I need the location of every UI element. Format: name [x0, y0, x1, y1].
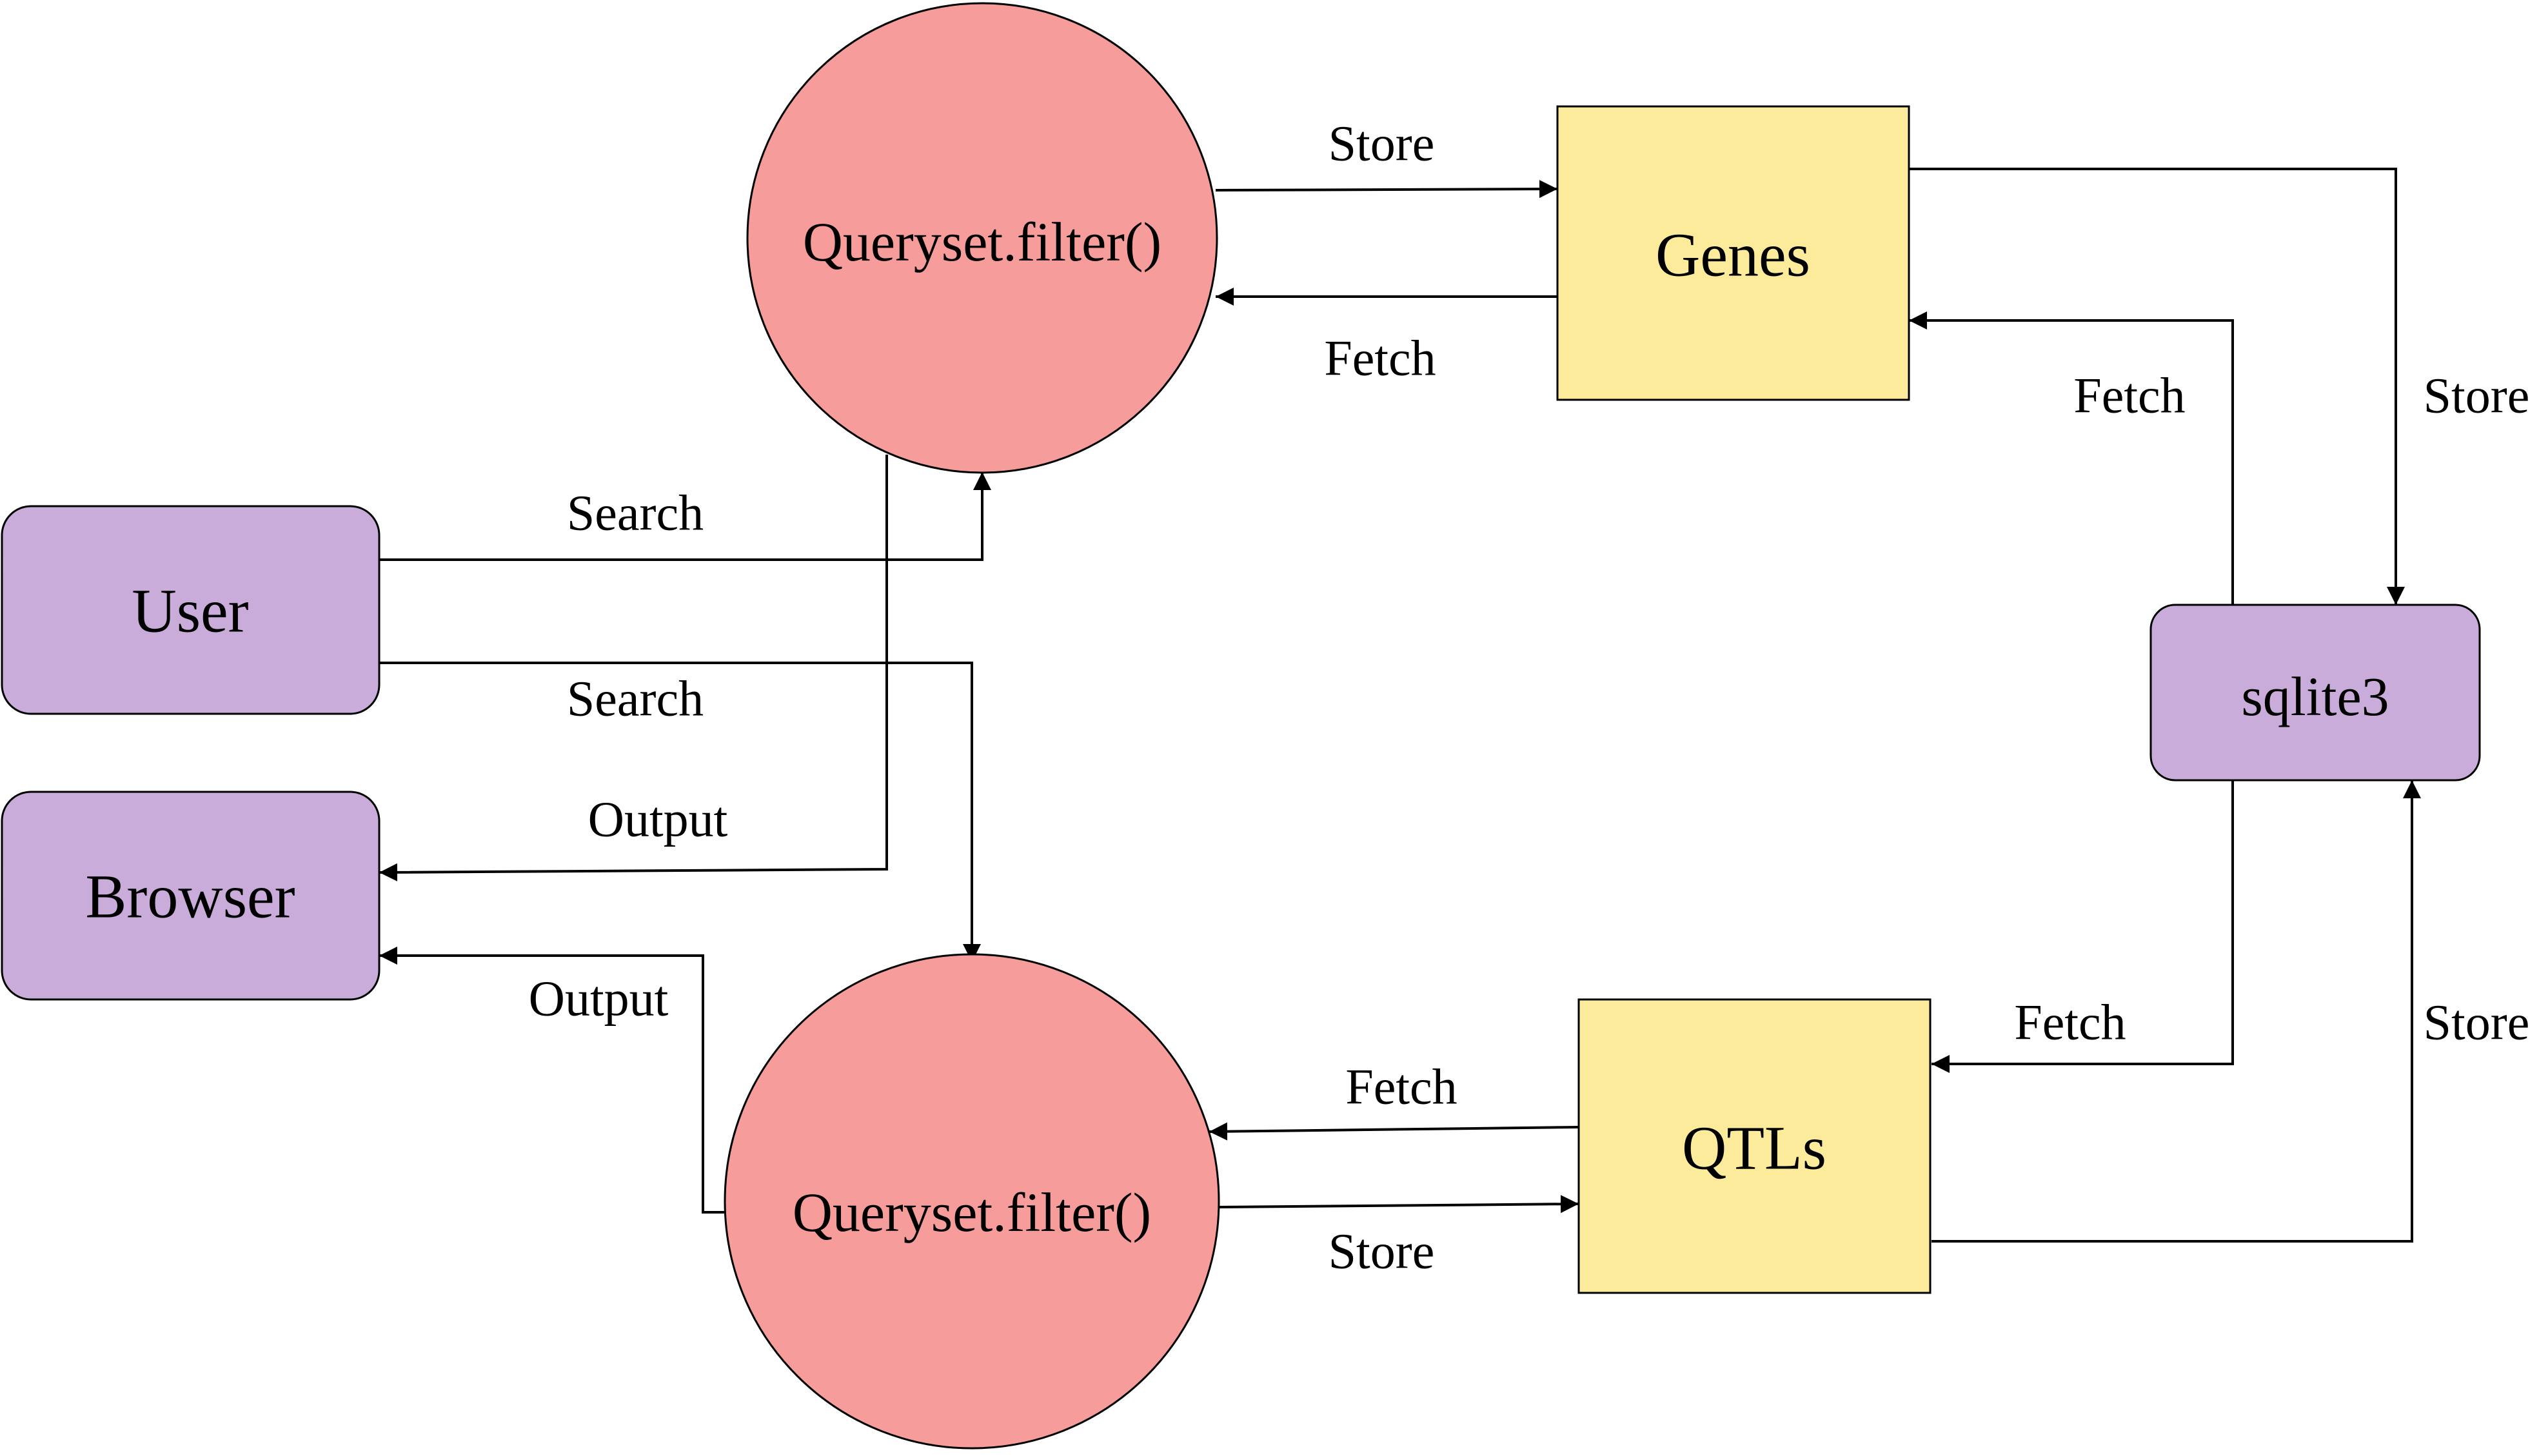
edge-label-genes-to-query-top: Fetch — [1324, 330, 1436, 386]
edge-query-top-to-genes — [1215, 180, 1558, 199]
process-query-top: Queryset.filter() — [746, 2, 1218, 474]
edge-label-query-bottom-to-qtls: Store — [1329, 1223, 1435, 1279]
edge-label-query-top-to-genes: Store — [1329, 115, 1435, 172]
edge-sqlite-to-qtls — [1931, 780, 2234, 1073]
edge-label-user-to-query-top: Search — [567, 485, 704, 541]
edge-label-qtls-to-query-bottom: Fetch — [1345, 1059, 1457, 1115]
process-query-top-label: Queryset.filter() — [803, 211, 1161, 273]
entity-sqlite-label: sqlite3 — [2241, 665, 2389, 727]
edge-label-user-to-query-bottom: Search — [567, 671, 704, 727]
store-genes: Genes — [1556, 105, 1910, 401]
entity-browser: Browser — [1, 791, 380, 1001]
edge-label-qtls-to-sqlite: Store — [2424, 994, 2530, 1050]
entity-sqlite: sqlite3 — [2149, 604, 2481, 782]
store-genes-shape — [1556, 105, 1910, 401]
entity-user-shape — [1, 505, 380, 715]
edge-user-to-query-bottom — [379, 662, 981, 962]
process-query-bottom-label: Queryset.filter() — [793, 1181, 1151, 1243]
entity-user: User — [1, 505, 380, 715]
store-genes-label: Genes — [1655, 221, 1810, 290]
entity-user-label: User — [132, 576, 248, 645]
edge-label-sqlite-to-genes: Fetch — [2073, 368, 2185, 424]
process-query-bottom-shape — [724, 953, 1220, 1450]
edge-label-query-top-to-browser: Output — [588, 791, 728, 847]
edge-label-query-bottom-to-browser: Output — [529, 970, 669, 1027]
edge-qtls-to-sqlite — [1931, 780, 2421, 1243]
edge-qtls-to-query-bottom — [1209, 1122, 1579, 1141]
edge-genes-to-sqlite — [1909, 168, 2405, 605]
store-qtls: QTLs — [1577, 998, 1931, 1294]
edge-query-bottom-to-browser — [379, 947, 726, 1214]
edge-label-genes-to-sqlite: Store — [2424, 368, 2530, 424]
store-qtls-shape — [1577, 998, 1931, 1294]
entity-browser-label: Browser — [85, 862, 295, 931]
entity-browser-shape — [1, 791, 380, 1001]
process-query-top-shape — [746, 2, 1218, 474]
edge-label-sqlite-to-qtls: Fetch — [2014, 994, 2126, 1050]
edge-sqlite-to-genes — [1909, 311, 2234, 605]
edge-query-top-to-browser — [379, 455, 888, 881]
edge-user-to-query-top — [379, 472, 991, 561]
process-query-bottom: Queryset.filter() — [724, 953, 1220, 1450]
edge-query-bottom-to-qtls — [1218, 1195, 1579, 1214]
store-qtls-label: QTLs — [1682, 1114, 1826, 1183]
entity-sqlite-shape — [2149, 604, 2481, 782]
